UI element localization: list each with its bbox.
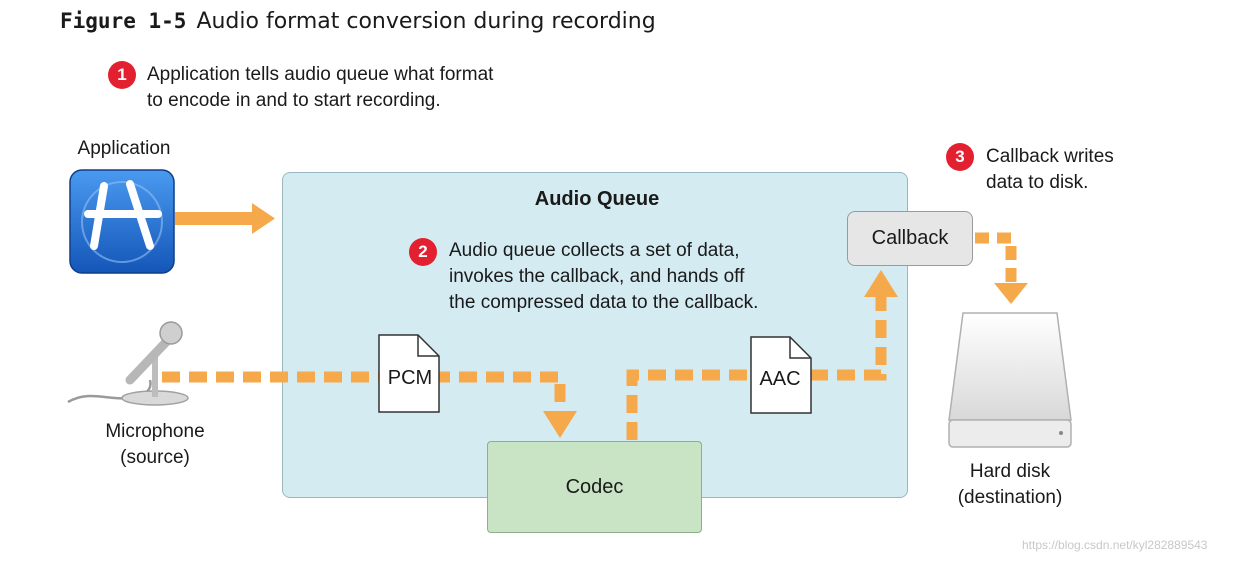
application-label: Application (77, 138, 171, 159)
codec-box: Codec (487, 441, 702, 533)
pcm-label: PCM (387, 367, 433, 389)
disk-write-arrow (975, 232, 1028, 304)
hard-disk-label: Hard disk (destination) (957, 461, 1063, 508)
aac-label: AAC (759, 368, 801, 390)
app-store-icon (69, 169, 175, 274)
step-2-badge: 2 (409, 238, 437, 266)
microphone-icon (67, 321, 189, 406)
microphone-label: Microphone (source) (105, 421, 205, 468)
step-3-badge: 3 (946, 143, 974, 171)
step-2-note: Audio queue collects a set of data, invo… (449, 240, 759, 313)
step-1-badge: 1 (108, 61, 136, 89)
watermark: https://blog.csdn.net/kyl282889543 (1022, 538, 1208, 552)
pcm-document-icon (378, 334, 440, 413)
figure-caption: Audio format conversion during recording (196, 9, 656, 34)
figure-title: Figure 1-5 Audio format conversion during… (60, 8, 656, 34)
hard-disk-icon (948, 312, 1072, 448)
step-1-note: Application tells audio queue what forma… (147, 64, 494, 111)
figure-number: Figure 1-5 (60, 9, 187, 33)
application-arrow (175, 203, 275, 234)
callback-box: Callback (847, 211, 973, 266)
pcm-flow-arrow (162, 371, 577, 438)
step-3-note: Callback writes data to disk. (986, 146, 1114, 193)
aac-document-icon (750, 336, 812, 414)
audio-queue-label: Audio Queue (534, 188, 660, 210)
